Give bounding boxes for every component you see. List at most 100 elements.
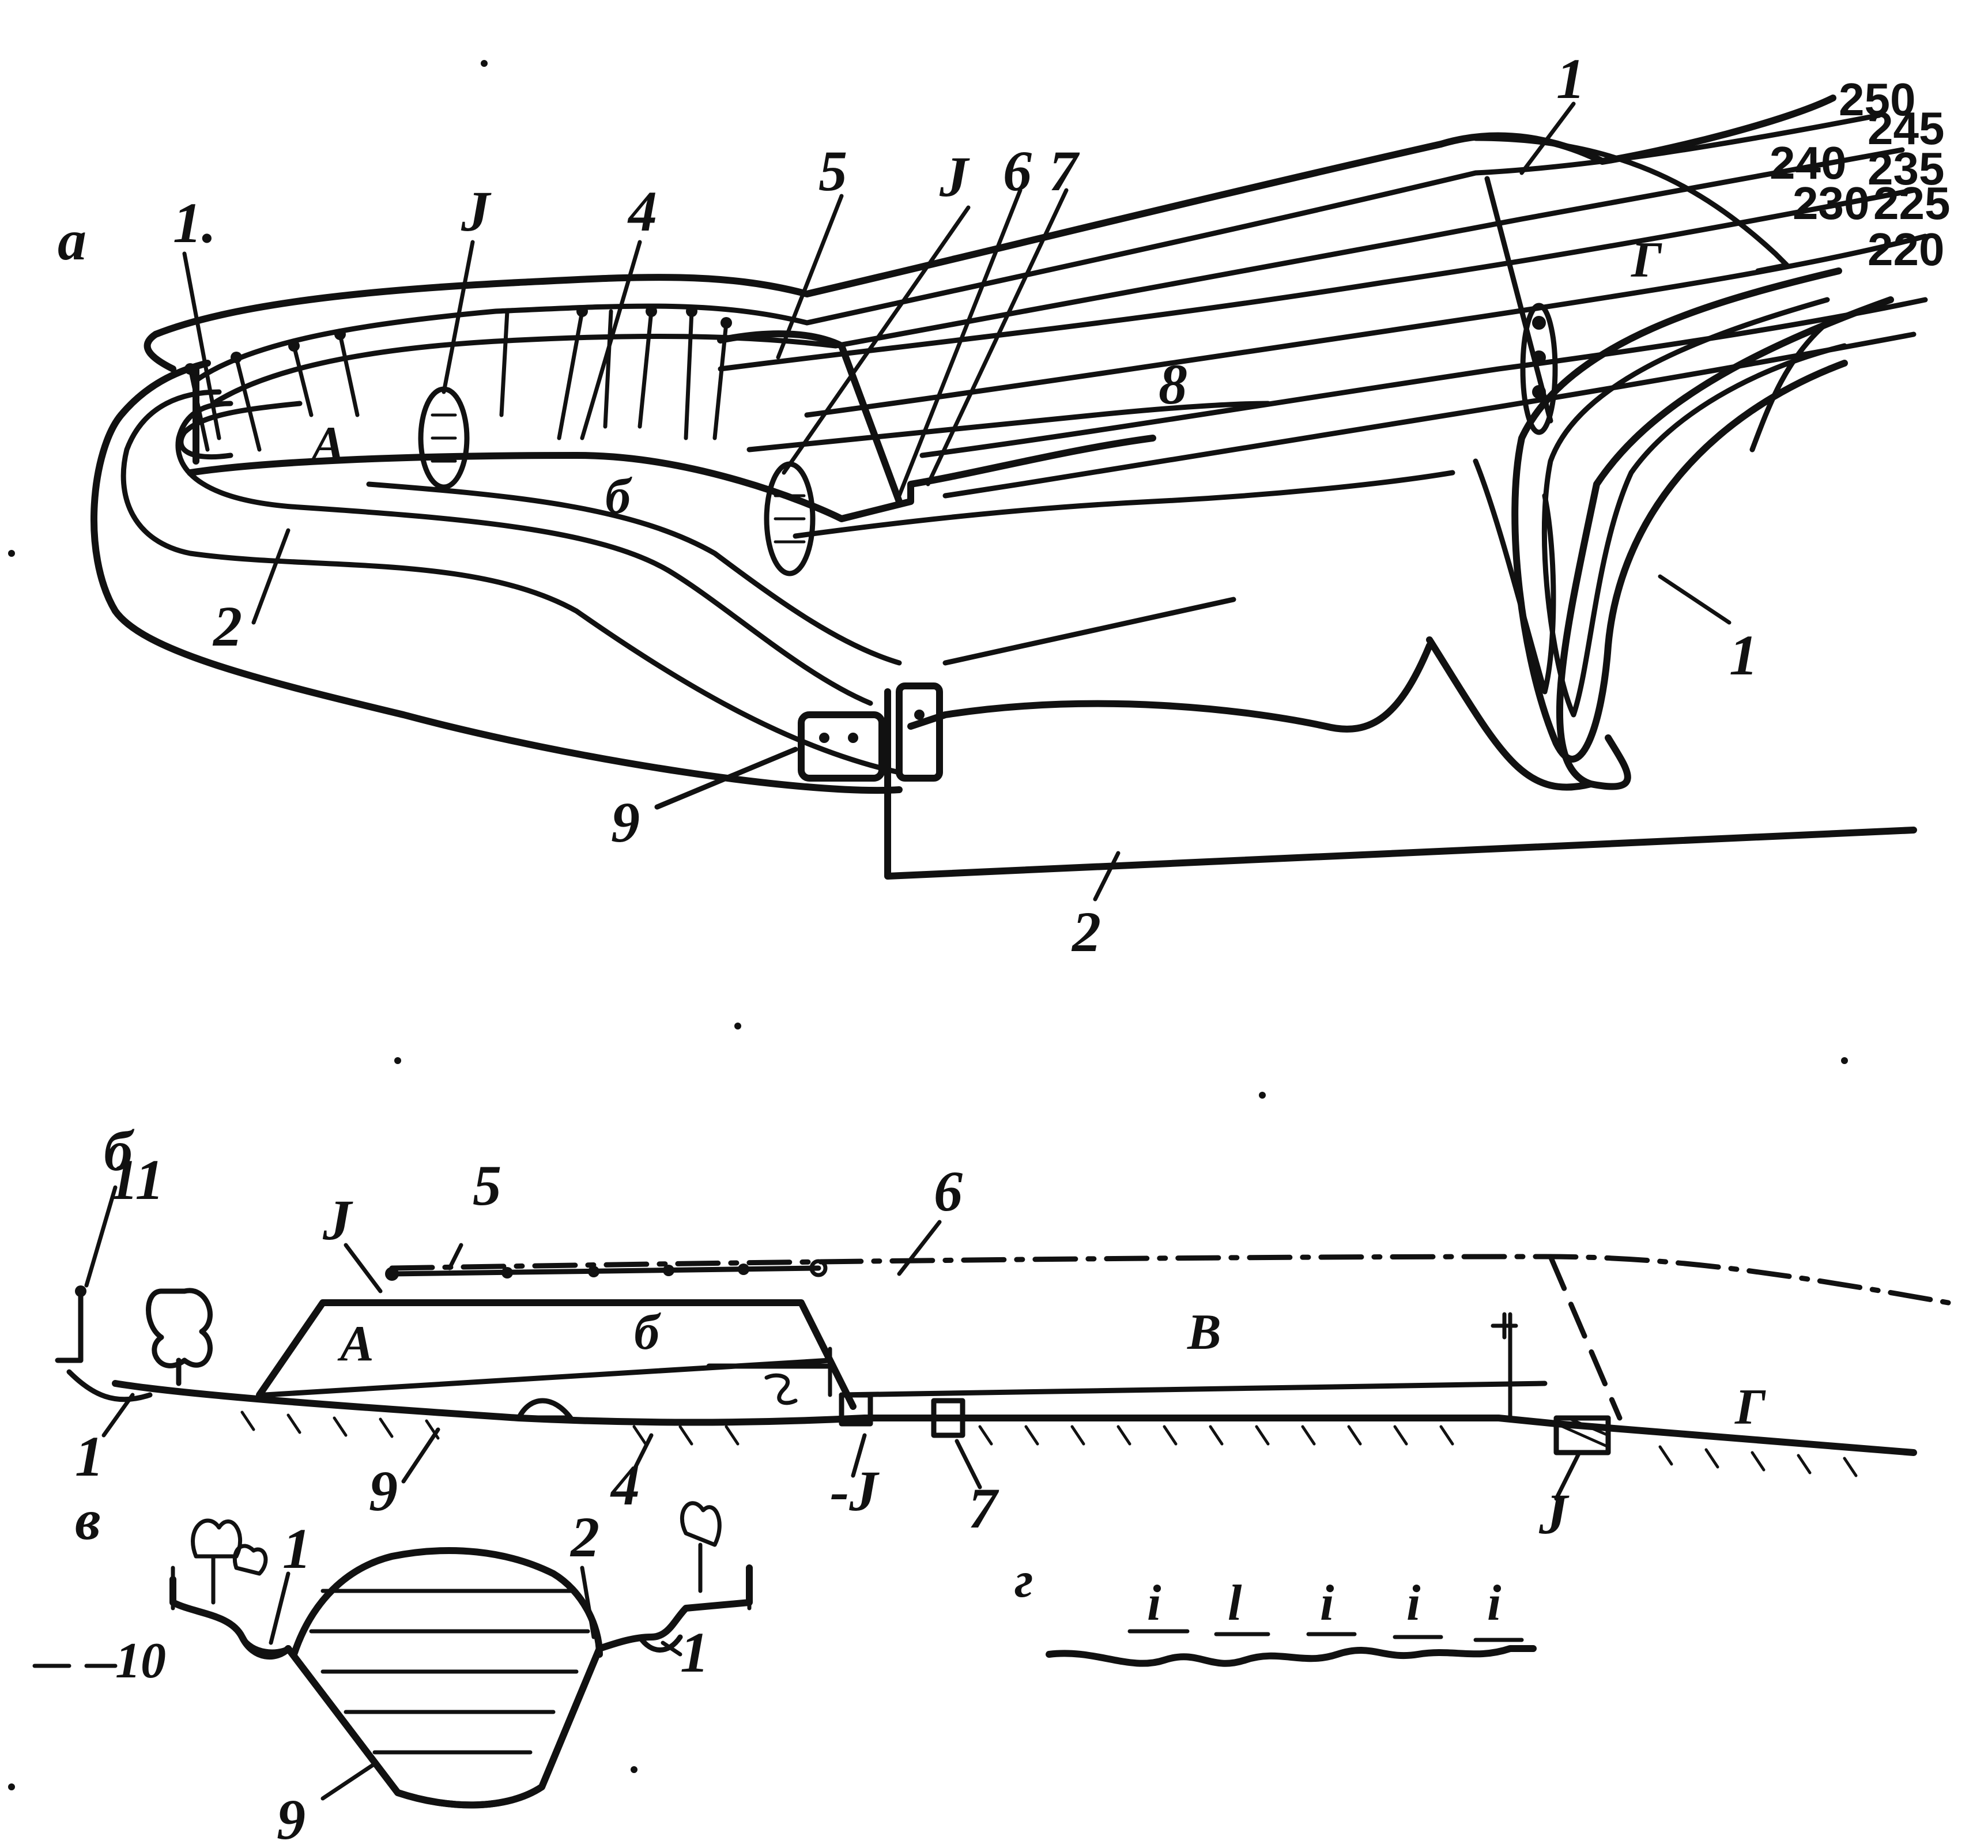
slope-mark-5: i (1487, 1575, 1502, 1631)
section-label-3-top: J (322, 1188, 353, 1252)
fence-node (663, 1265, 674, 1276)
well-hatch (1555, 1416, 1610, 1449)
panel-letter-g: г (1014, 1552, 1033, 1608)
fence-node-end (809, 1259, 828, 1277)
leader (851, 1433, 867, 1478)
pump-box (931, 1398, 965, 1438)
fence-posts (184, 306, 732, 452)
fence-post (712, 320, 729, 440)
section-label-6: 6 (934, 1159, 963, 1223)
label-5: 5 (818, 139, 847, 203)
fence-post-top (75, 1285, 86, 1297)
contour-bottom-outer (90, 360, 903, 794)
fence-post (338, 332, 360, 417)
label-1-right: 1 (1729, 623, 1758, 687)
elevation-230: 230 (1793, 178, 1869, 229)
cell-boundary (187, 135, 1830, 522)
ditch-right (637, 1634, 683, 1653)
fence-post (499, 309, 510, 417)
fence-post (557, 309, 584, 440)
treatment-box-2 (896, 682, 943, 782)
contour-left-outer (907, 642, 1433, 733)
ravine-profile (169, 1564, 753, 1809)
label-8: 8 (1159, 352, 1187, 416)
contour-body-3 (718, 187, 1917, 372)
leader (344, 1243, 383, 1293)
contour-body-8 (746, 401, 1271, 452)
leader (447, 1243, 463, 1270)
cross-label-1: 1 (282, 1517, 311, 1581)
box-dot (914, 710, 925, 720)
fill-layers (309, 1589, 590, 1755)
slope-mark-3: i (1320, 1575, 1334, 1631)
label-3-a: J (461, 179, 492, 243)
leader (782, 205, 971, 475)
label-1-top: 1 (1556, 47, 1585, 111)
slope-surface (1046, 1645, 1537, 1667)
contour-1 (1511, 267, 1848, 763)
post-dot (646, 306, 657, 317)
contour-top-outer (144, 95, 1836, 372)
slope-marks: i l i i i (1127, 1575, 1524, 1642)
section-label-3-right: J (1538, 1482, 1570, 1546)
zone-g: Г (1631, 232, 1662, 288)
contour-bottom-2 (120, 389, 902, 775)
elevation-250: 250 (1839, 74, 1915, 125)
contour-body-7 (793, 470, 1455, 539)
leader (580, 240, 642, 440)
leader (661, 1640, 682, 1657)
leader (182, 251, 221, 440)
label-6: 6 (1003, 139, 1032, 203)
fence-post (188, 367, 210, 452)
fence-post (234, 355, 262, 452)
cross-label-9: 9 (277, 1787, 305, 1848)
leader-9 (654, 746, 798, 810)
section-line-1 (1484, 176, 1553, 424)
post-dot (686, 306, 697, 317)
elevation-labels: 250 245 240 235 230 225 220 (1770, 74, 1950, 275)
leader (955, 1439, 982, 1489)
label-7: 7 (1049, 139, 1080, 203)
leader (776, 194, 844, 360)
leader (926, 188, 1069, 486)
contour-body-5 (919, 297, 1928, 458)
post-dot (720, 317, 732, 329)
cross-label-10: 10 (115, 1633, 166, 1689)
final-surface-line (389, 1254, 1951, 1306)
leader (1658, 574, 1732, 625)
contour-outer (1426, 296, 1894, 791)
contour-body-1 (193, 112, 1882, 383)
contour-3 (1473, 458, 1556, 695)
leader (401, 1427, 440, 1484)
post-dot (231, 352, 242, 363)
elevation-225: 225 (1873, 178, 1950, 229)
embankment-right (1473, 135, 1790, 274)
section-zone-v: B (1187, 1304, 1221, 1360)
cross-section: в 10 1 2 1 9 (32, 1488, 753, 1848)
leader (897, 1220, 942, 1276)
fence-node (501, 1267, 513, 1278)
contour-body-6 (942, 331, 1917, 499)
liner-bottom (285, 1645, 603, 1809)
fence-node (588, 1266, 599, 1277)
hatch-marks (240, 1410, 1858, 1477)
label-9: 9 (611, 790, 640, 854)
ground-bank-left (55, 1357, 153, 1402)
tree-icon (232, 1544, 268, 1576)
fill-dome (291, 1547, 603, 1658)
zone-b: б (605, 469, 632, 525)
tree-icon (191, 1518, 243, 1605)
section-label-5: 5 (473, 1153, 501, 1217)
label-3-b: J (939, 145, 970, 209)
collector-box (839, 1392, 873, 1427)
tree-icon (680, 1501, 722, 1593)
label-1-left: 1. (173, 191, 216, 255)
fence-node (385, 1267, 399, 1281)
section-zone-b: б (634, 1304, 661, 1360)
slope-mark-2: l (1228, 1575, 1242, 1631)
section-zone-a: A (337, 1316, 374, 1372)
layer-line-b (839, 1381, 1548, 1398)
leader (1093, 851, 1121, 902)
slope-mark-1: i (1147, 1575, 1161, 1631)
well-dot (1532, 350, 1546, 364)
